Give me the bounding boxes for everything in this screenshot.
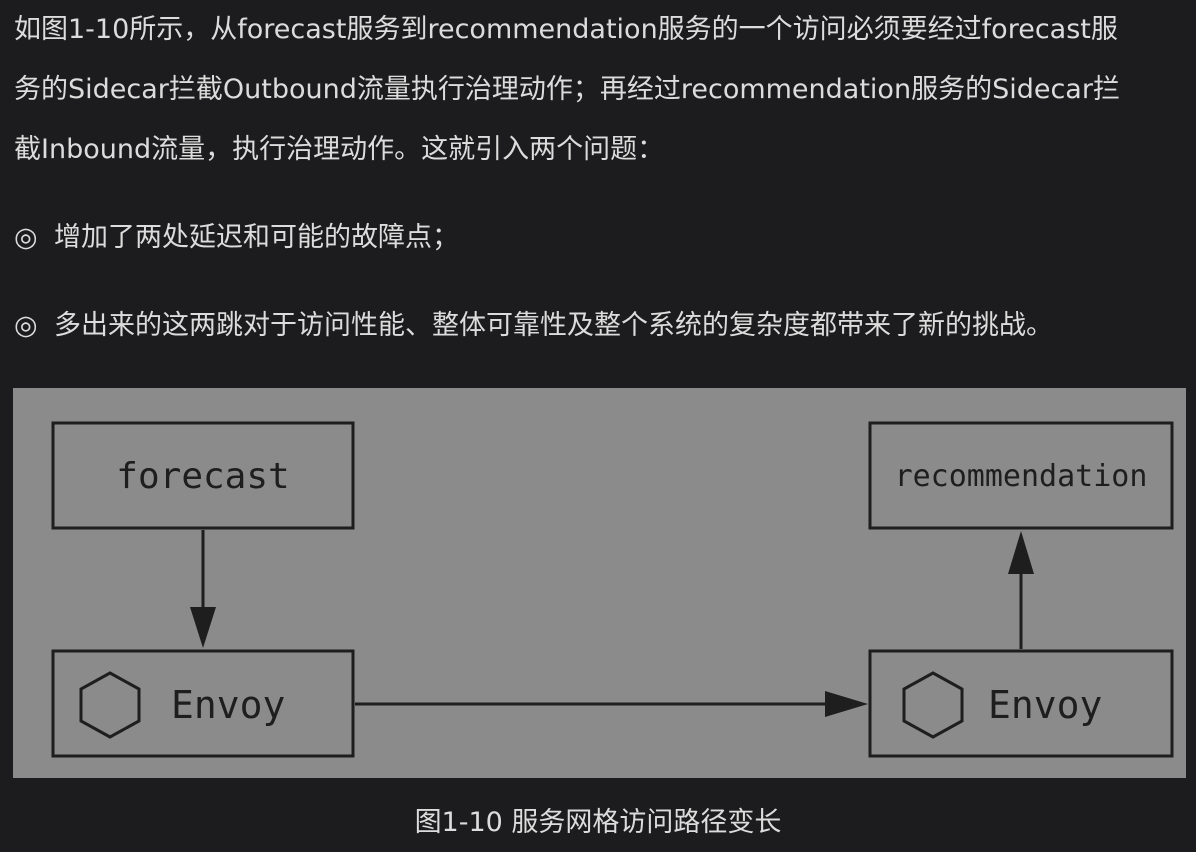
envoy-right-label: Envoy	[988, 683, 1102, 727]
bullet-item: ◎ 多出来的这两跳对于访问性能、整体可靠性及整个系统的复杂度都带来了新的挑战。	[14, 306, 1196, 346]
bullet-text: 多出来的这两跳对于访问性能、整体可靠性及整个系统的复杂度都带来了新的挑战。	[54, 310, 1053, 341]
arrow-envoy-to-recommendation	[1008, 531, 1034, 649]
envoy-left-label: Envoy	[171, 683, 285, 727]
bullet-item: ◎ 增加了两处延迟和可能的故障点；	[14, 218, 1196, 258]
service-mesh-diagram: forecast recommendation Envoy Envoy	[51, 421, 1174, 758]
forecast-label: forecast	[116, 456, 289, 497]
envoy-right-node: Envoy	[868, 649, 1174, 758]
intro-paragraph: 如图1-10所示，从forecast服务到recommendation服务的一个…	[14, 0, 1196, 180]
bullet-mark: ◎	[14, 222, 38, 253]
hexagon-icon	[902, 671, 964, 739]
recommendation-label: recommendation	[895, 459, 1148, 494]
paragraph-line: 如图1-10所示，从forecast服务到recommendation服务的一个…	[14, 14, 1118, 45]
paragraph-line: 截Inbound流量，执行治理动作。这就引入两个问题：	[14, 134, 665, 165]
figure-caption: 图1-10 服务网格访问路径变长	[414, 807, 782, 838]
envoy-left-node: Envoy	[51, 649, 355, 758]
forecast-node: forecast	[51, 421, 355, 530]
bullet-text: 增加了两处延迟和可能的故障点；	[54, 222, 459, 253]
service-mesh-figure: forecast recommendation Envoy Envoy	[13, 388, 1186, 778]
bullet-mark: ◎	[14, 310, 38, 341]
arrow-forecast-to-envoy	[190, 530, 216, 648]
recommendation-node: recommendation	[868, 421, 1174, 530]
hexagon-icon	[79, 671, 141, 739]
paragraph-line: 务的Sidecar拦截Outbound流量执行治理动作；再经过recommend…	[14, 74, 1120, 105]
arrow-envoy-to-envoy	[355, 691, 868, 717]
